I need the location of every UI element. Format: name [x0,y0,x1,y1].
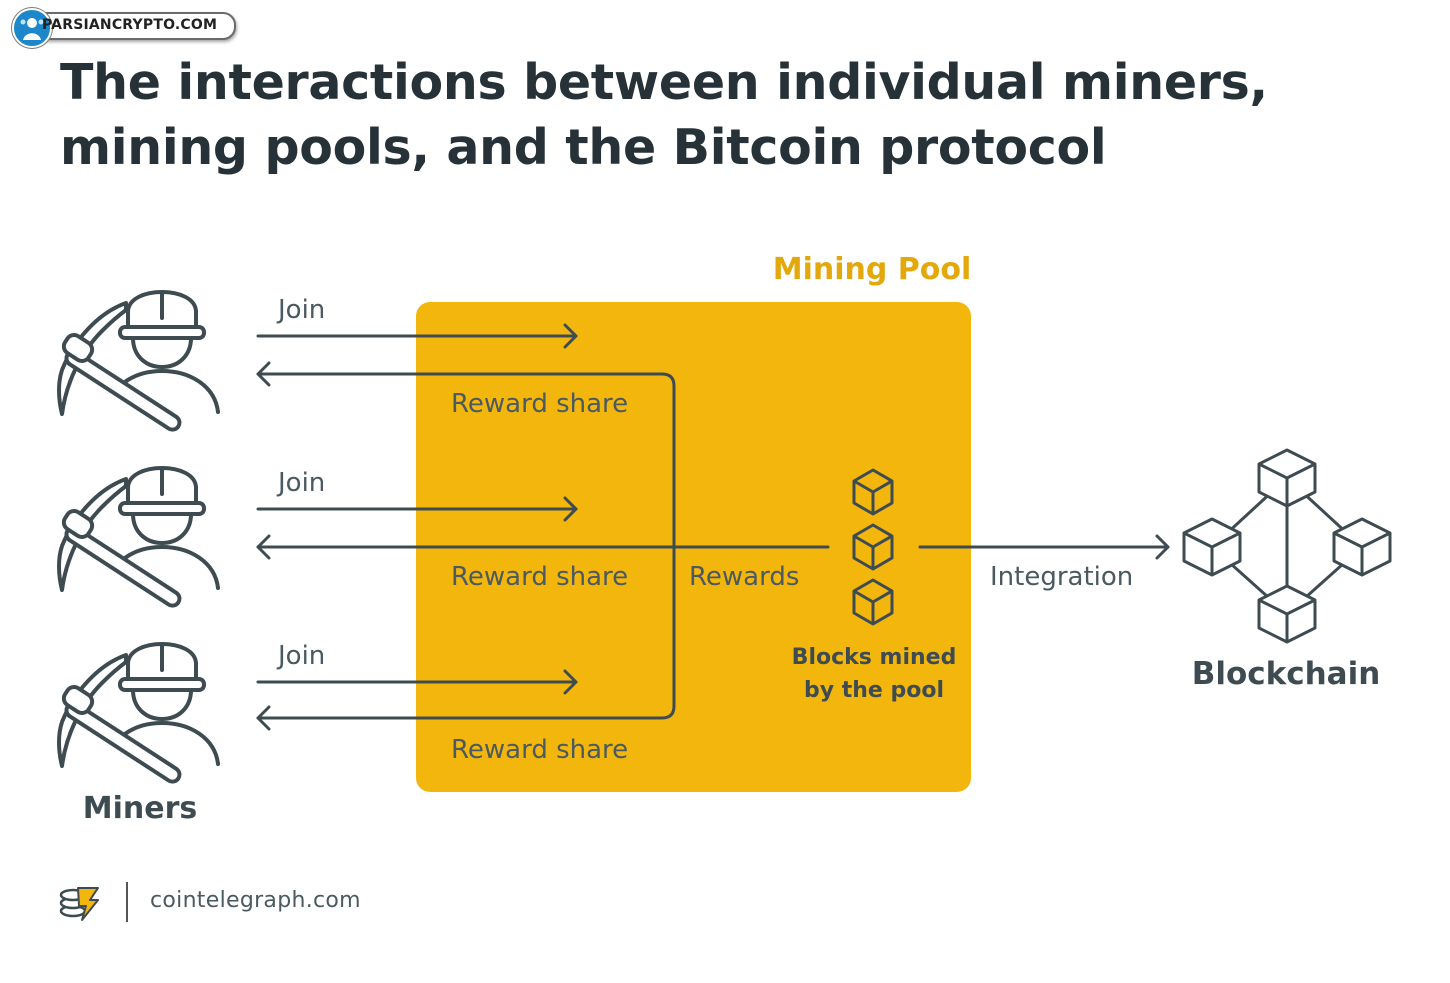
miner-icon [57,642,220,787]
watermark: PARSIANCRYPTO.COM [12,8,238,48]
join-arrow [256,323,578,349]
footer-divider [126,882,128,922]
reward-share-label: Reward share [451,735,629,765]
integration-arrow [918,534,1170,560]
integration-label: Integration [990,562,1134,592]
block-cube-icon [852,578,894,626]
watermark-text: PARSIANCRYPTO.COM [42,17,218,33]
miner-icon [57,466,220,611]
miner-icon [57,290,220,435]
miners-label: Miners [82,791,198,826]
watermark-logo-icon [12,8,52,48]
page-title: The interactions between individual mine… [60,54,1268,176]
join-label: Join [278,295,326,325]
reward-share-arrows [256,361,830,731]
mining-pool-label: Mining Pool [772,252,972,287]
cointelegraph-logo-icon [59,887,99,921]
watermark-pill [30,12,236,40]
join-label: Join [278,468,326,498]
join-label: Join [278,641,326,671]
join-arrow [256,496,578,522]
block-cube-icon [852,523,894,571]
footer-site: cointelegraph.com [150,888,361,913]
reward-share-label: Reward share [451,389,629,419]
reward-share-label: Reward share [451,562,629,592]
rewards-label: Rewards [689,562,800,592]
blockchain-label: Blockchain [1191,656,1381,692]
blocks-mined-caption: Blocks mined by the pool [791,645,957,703]
join-arrow [256,669,578,695]
blockchain-network-icon [1182,448,1392,644]
block-cube-icon [852,468,894,516]
